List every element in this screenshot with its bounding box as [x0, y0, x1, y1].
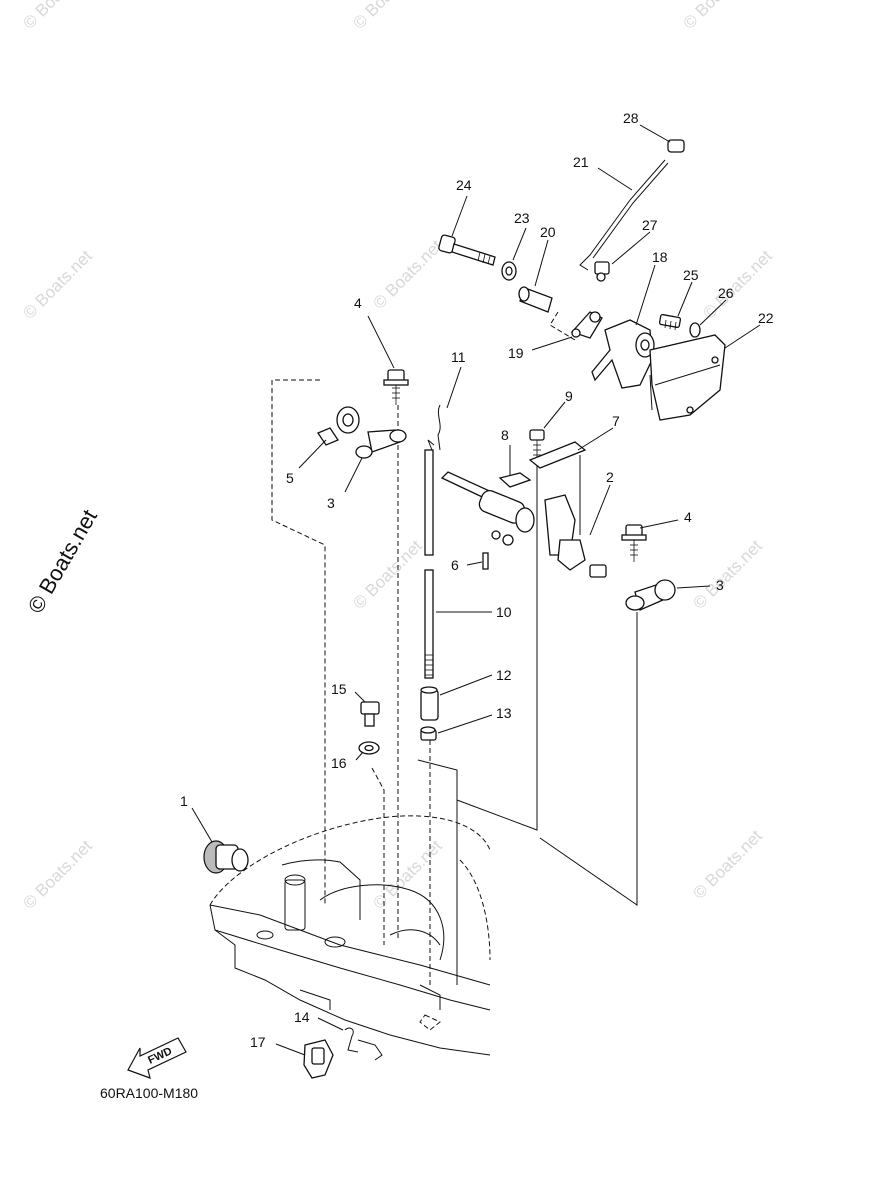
callout-8: 8 — [501, 427, 509, 443]
callout-10: 10 — [496, 604, 512, 620]
watermark: © Boats.net — [679, 0, 756, 33]
callout-18: 18 — [652, 249, 668, 265]
callout-24: 24 — [456, 177, 472, 193]
part-plate — [498, 472, 532, 488]
callout-17: 17 — [250, 1034, 266, 1050]
part-bracket-screw — [658, 314, 682, 331]
leader-lines — [191, 124, 761, 1056]
callout-7: 7 — [612, 413, 620, 429]
part-link-plate — [528, 441, 587, 469]
callout-3: 3 — [716, 577, 724, 593]
callout-23: 23 — [514, 210, 530, 226]
part-grommet — [203, 840, 249, 874]
part-shift-shaft — [440, 471, 607, 578]
callout-11: 11 — [451, 349, 466, 365]
part-clip — [427, 404, 441, 451]
part-bolt — [360, 701, 380, 727]
part-clamp — [317, 406, 360, 446]
watermark: © Boats.net — [349, 0, 426, 33]
callout-13: 13 — [496, 705, 512, 721]
part-joint-right — [625, 579, 676, 611]
part-washer — [358, 741, 380, 755]
part-hose-clip — [344, 1027, 383, 1061]
callout-3: 3 — [327, 495, 335, 511]
watermark: © Boats.net — [19, 246, 96, 323]
diagram-code: 60RA100-M180 — [100, 1085, 198, 1101]
callout-4: 4 — [354, 295, 362, 311]
part-bolt-right — [621, 524, 647, 562]
watermark: © Boats.net — [689, 826, 766, 903]
part-collar — [518, 286, 553, 313]
part-washer-small — [501, 261, 517, 281]
callout-26: 26 — [718, 285, 734, 301]
callout-9: 9 — [565, 388, 573, 404]
part-long-bolt — [438, 234, 496, 266]
callout-5: 5 — [286, 470, 294, 486]
callout-22: 22 — [758, 310, 774, 326]
callout-28: 28 — [623, 110, 639, 126]
callout-20: 20 — [540, 224, 556, 240]
callout-21: 21 — [573, 154, 589, 170]
watermark: © Boats.net — [689, 536, 766, 613]
callout-16: 16 — [331, 755, 347, 771]
watermark: © Boats.net — [19, 836, 96, 913]
callout-25: 25 — [683, 267, 699, 283]
part-link-rod — [579, 159, 669, 271]
part-nut — [420, 726, 437, 741]
part-rod — [424, 449, 434, 679]
part-pin — [482, 552, 489, 570]
assembly-lines — [271, 311, 638, 985]
boats-net-credit: © Boats.net — [23, 505, 102, 617]
part-bracket — [649, 334, 726, 421]
watermark: © Boats.net — [369, 236, 446, 313]
part-screw — [529, 429, 545, 460]
callout-15: 15 — [331, 681, 347, 697]
callout-2: 2 — [606, 469, 614, 485]
watermark: © Boats.net — [19, 0, 96, 33]
callout-numbers: 1 2 3 3 4 4 5 6 7 8 9 10 11 12 13 14 15 … — [180, 110, 774, 1050]
fwd-arrow-icon: FWD — [127, 1037, 187, 1079]
callout-14: 14 — [294, 1009, 310, 1025]
part-throttle-cam — [591, 319, 655, 389]
watermark: © Boats.net — [349, 536, 426, 613]
callout-12: 12 — [496, 667, 512, 683]
part-sleeve — [420, 686, 439, 721]
callout-27: 27 — [642, 217, 658, 233]
part-bolt-upper — [383, 369, 409, 405]
part-lever — [570, 311, 603, 339]
part-holder — [303, 1039, 334, 1079]
lower-cowling — [209, 815, 491, 1056]
callout-19: 19 — [508, 345, 524, 361]
part-bracket-washer — [689, 322, 701, 338]
watermark: © Boats.net — [369, 836, 446, 913]
callout-4: 4 — [684, 509, 692, 525]
part-cap — [667, 139, 685, 153]
part-rod-clip — [594, 261, 610, 282]
callout-6: 6 — [451, 557, 459, 573]
callout-1: 1 — [180, 793, 188, 809]
part-joint-left — [355, 429, 407, 459]
